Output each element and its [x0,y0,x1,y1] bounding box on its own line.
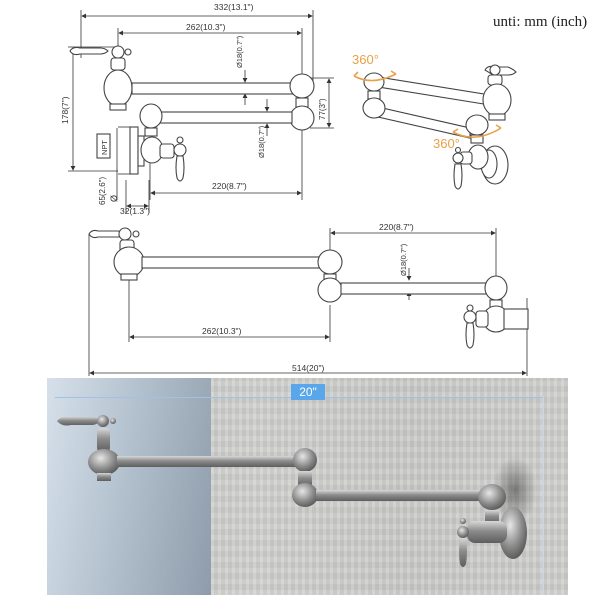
folded-dimension-drawing: 332(13.1") 262(10.3") Ø18(0.7") Ø18(0.7"… [60,2,334,216]
overall-width-label: 332(13.1") [214,2,254,12]
flange-diameter-symbol: Ø [109,195,119,202]
npt-label: NPT [100,140,109,155]
measure-line-end [543,397,544,595]
ext-lower-arm-label: 220(8.7") [379,222,414,232]
flange-diameter-label: 65(2.6") [98,176,107,205]
arm-length-label: 262(10.3") [186,22,226,32]
rotation-lower-label: 360° [433,136,460,151]
pipe-diameter-upper-label: Ø18(0.7") [235,35,244,68]
units-label: unti: mm (inch) [493,14,588,30]
product-photo: 20" [47,378,568,595]
rotation-upper-label: 360° [352,52,379,67]
total-height-label: 178(7") [60,96,70,124]
ext-pipe-diameter-label: Ø18(0.7") [399,243,408,276]
photo-left-panel [47,378,211,595]
extension-badge: 20" [291,384,325,400]
pipe-diameter-lower-label: Ø18(0.7") [257,125,266,158]
total-extension-label: 514(20") [292,363,324,373]
ext-upper-arm-label: 262(10.3") [202,326,242,336]
faucet-photo-render [57,415,537,567]
wall-offset-label: 32(1.3") [120,206,150,216]
extended-dimension-drawing: 220(8.7") Ø18(0.7") 262(10.3") 514(20") [88,222,529,376]
perspective-rotation-drawing: 360° 360° [352,52,517,190]
lower-arm-length-label: 220(8.7") [212,181,247,191]
joint-height-label: 77(3") [318,98,327,120]
